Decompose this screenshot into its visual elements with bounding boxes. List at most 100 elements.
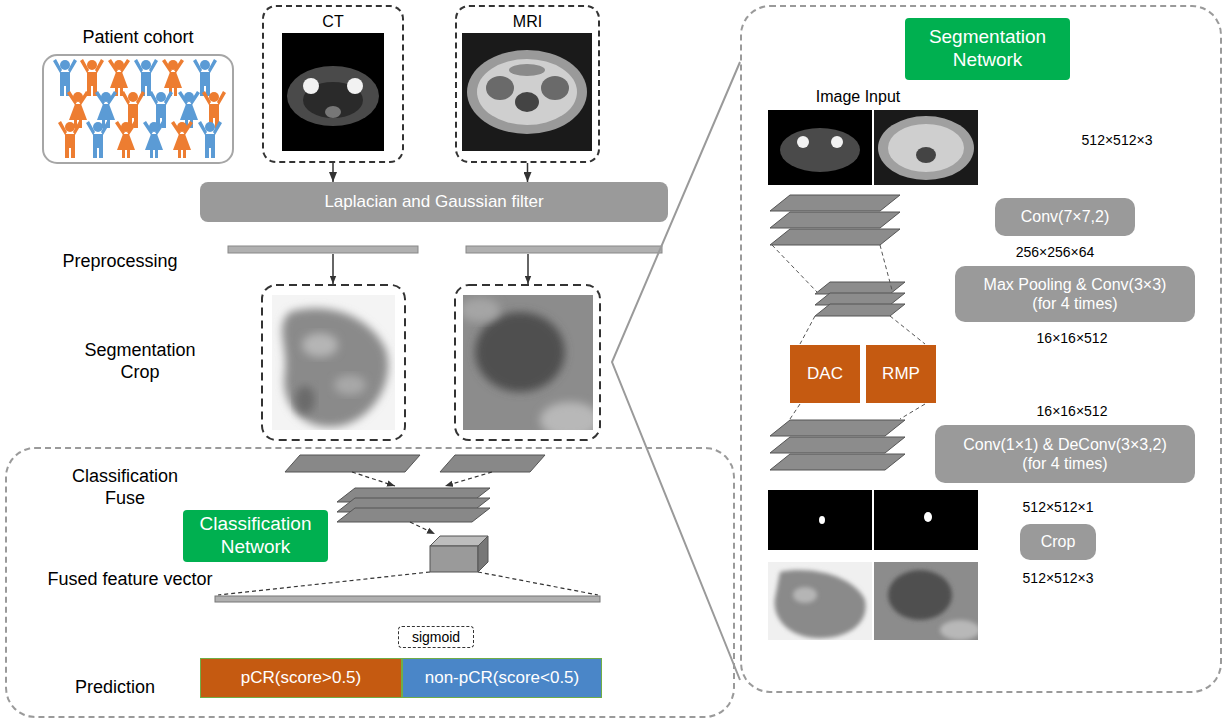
- ct-image: [282, 33, 384, 151]
- ct-crop-image: [282, 308, 388, 427]
- zoom-line: [612, 62, 740, 680]
- mri-crop-image: [540, 402, 593, 430]
- feature-map: [770, 420, 905, 436]
- flow-arrow: [527, 254, 529, 284]
- mri-image: [515, 92, 539, 112]
- mri-image: [462, 33, 592, 151]
- module-box: DAC: [790, 345, 860, 403]
- feature-map: [285, 455, 420, 472]
- feature-map: [770, 229, 900, 245]
- stage-label: Preprocessing: [62, 251, 177, 273]
- people-icon: [162, 59, 184, 96]
- ct-image: [282, 33, 384, 151]
- mask-image: [768, 490, 978, 550]
- dashed-arrow: [410, 522, 435, 534]
- people-icon: [171, 121, 193, 158]
- dashed-line: [800, 316, 815, 344]
- mri-image: [486, 76, 514, 100]
- crop-image: [874, 562, 978, 640]
- module-label: DAC: [807, 364, 843, 384]
- modality-label: MRI: [513, 12, 542, 31]
- mri-image: [509, 64, 545, 76]
- class-box: pCR(score>0.5): [200, 658, 402, 698]
- dashed-arrow: [218, 572, 430, 595]
- preprocessing-bar: Laplacian and Gaussian filter: [200, 182, 668, 222]
- feature-map: [770, 437, 905, 453]
- ct-image: [287, 66, 379, 126]
- stage-label: Classification Fuse: [55, 466, 195, 509]
- activation-label: sigmoid: [412, 629, 460, 646]
- feature-map: [337, 508, 490, 522]
- input-image: [797, 136, 809, 148]
- crop-image: [793, 587, 817, 603]
- feature-vector: [215, 596, 600, 602]
- mask-image: [924, 512, 932, 522]
- ct-image: [303, 78, 319, 94]
- flow-arrow: [332, 254, 334, 284]
- ct-image: [325, 106, 341, 118]
- dashed-line: [890, 316, 925, 344]
- ct-crop-image: [295, 386, 315, 414]
- feature-cube: [478, 536, 488, 572]
- class-box: non-pCR(score<0.5): [402, 658, 602, 698]
- dashed-line: [880, 245, 892, 290]
- mask-image: [874, 490, 978, 550]
- input-image: [768, 110, 872, 185]
- mri-image: [541, 76, 569, 100]
- crop-image: [775, 570, 866, 638]
- people-icon: [80, 59, 104, 96]
- feature-map: [770, 212, 900, 228]
- input-image: [874, 110, 978, 185]
- dimension-label: 256×256×64: [1016, 244, 1095, 261]
- feature-vector: [215, 596, 600, 602]
- ct-scan-box: CT: [262, 5, 404, 163]
- crop-image: [888, 570, 952, 620]
- filter-output-bar: [466, 246, 662, 253]
- filter-output-bar: [228, 246, 662, 253]
- input-image: [768, 110, 978, 185]
- flow-arrow: [333, 254, 528, 284]
- network-label: Segmentation Network: [911, 26, 1064, 72]
- dashed-line: [790, 404, 800, 419]
- mri-image: [467, 50, 587, 134]
- dimension-label: 512×512×1: [1023, 499, 1094, 516]
- people-icon: [115, 121, 137, 158]
- people-icon: [86, 121, 110, 158]
- mri-crop-image: [463, 298, 500, 322]
- people-icon: [53, 59, 77, 96]
- input-image: [878, 116, 974, 180]
- people-icon: [108, 59, 130, 96]
- zoom-line: [612, 62, 740, 680]
- modality-label: CT: [322, 12, 343, 31]
- people-icon: [193, 59, 217, 96]
- network-label: Classification Network: [189, 513, 322, 559]
- mask-image: [768, 490, 872, 550]
- mri-scan-box: MRI: [455, 5, 600, 163]
- crop-image: [768, 562, 872, 640]
- network-box: Classification Network: [183, 510, 328, 562]
- feature-map: [770, 195, 900, 211]
- activation-box: sigmoid: [398, 626, 474, 648]
- mri-crop-image: [463, 295, 593, 430]
- layer-box: Crop: [1020, 524, 1096, 560]
- ct-crop-image: [272, 295, 395, 430]
- input-image: [888, 124, 964, 172]
- layer-box: Conv(1×1) & DeConv(3×3,2) (for 4 times): [935, 425, 1195, 483]
- people-icon: [198, 121, 222, 158]
- classification-region: Classification FuseFused feature vectorP…: [5, 447, 735, 718]
- layer-box: Conv(7×7,2): [995, 198, 1135, 236]
- layer-label: Conv(7×7,2): [1021, 207, 1110, 226]
- dimension-label: 512×512×3: [1082, 132, 1153, 149]
- dashed-line: [900, 404, 925, 419]
- flow-arrow: [527, 163, 529, 182]
- feature-map: [815, 304, 905, 316]
- cohort-panel: Patient cohort: [43, 55, 233, 163]
- layer-label: Max Pooling & Conv(3×3) (for 4 times): [977, 275, 1173, 313]
- dashed-arrow: [352, 472, 395, 486]
- crop-frame: [262, 285, 405, 440]
- layer-label: Crop: [1041, 532, 1076, 551]
- feature-map: [770, 454, 905, 470]
- class-label: non-pCR(score<0.5): [425, 668, 580, 688]
